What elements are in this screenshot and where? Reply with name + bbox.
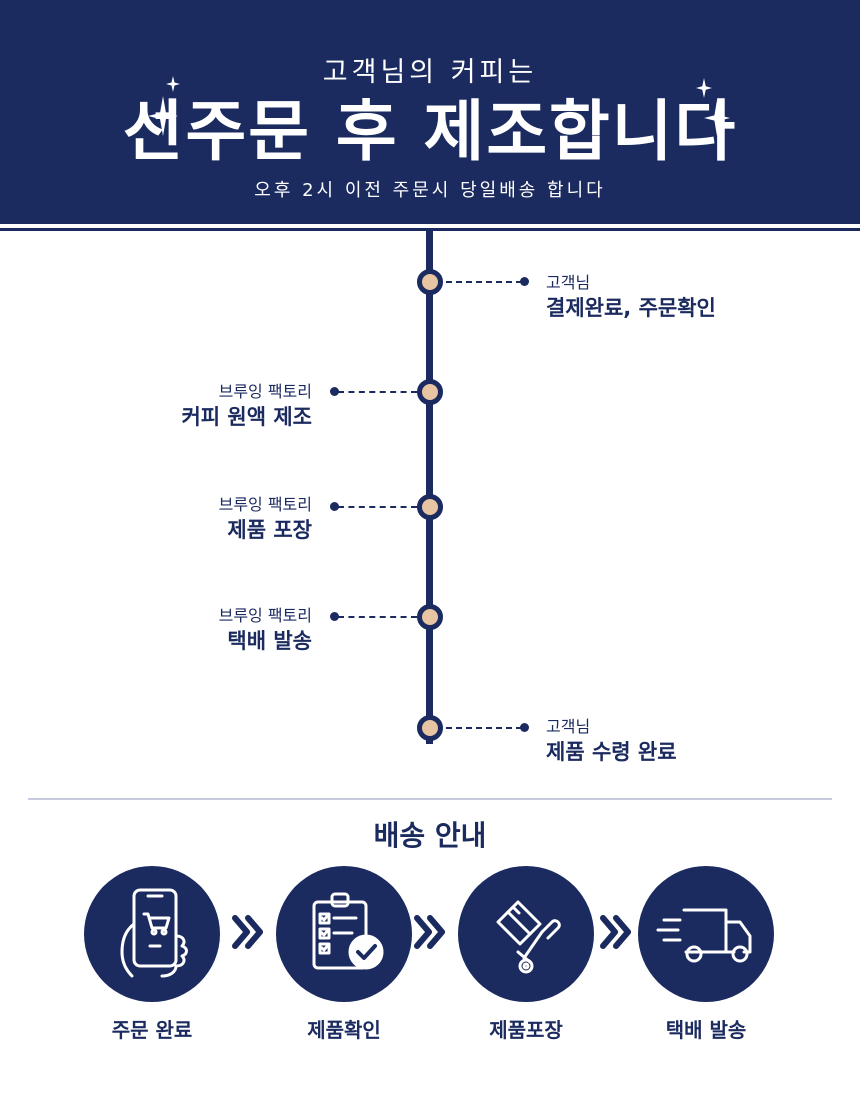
delivery-truck-icon xyxy=(656,908,752,963)
hand-truck-box-icon xyxy=(496,900,561,974)
timeline-step: 제품 포장 xyxy=(227,518,312,542)
timeline-dot xyxy=(520,277,529,286)
clipboard-check-icon xyxy=(312,892,384,970)
section-divider xyxy=(28,798,832,800)
guide-title: 배송 안내 xyxy=(373,819,487,852)
timeline-item: 고객님 결제완료, 주문확인 xyxy=(546,272,716,322)
chevron-double-right-icon xyxy=(414,915,445,949)
timeline-node xyxy=(417,715,443,741)
timeline-node xyxy=(417,269,443,295)
timeline-item: 고객님 제품 수령 완료 xyxy=(546,716,677,766)
sparkle-icon xyxy=(166,76,180,92)
timeline-dot xyxy=(330,502,339,511)
step-circle xyxy=(638,866,774,1002)
sparkle-icon xyxy=(704,100,730,136)
timeline-step: 제품 수령 완료 xyxy=(546,740,677,764)
timeline-step: 택배 발송 xyxy=(227,629,312,653)
timeline-actor: 고객님 xyxy=(546,717,591,736)
timeline-node xyxy=(417,604,443,630)
step-label: 주문 완료 xyxy=(111,1018,193,1042)
chevron-double-right-icon xyxy=(232,915,263,949)
timeline-node xyxy=(417,494,443,520)
header-rule xyxy=(0,228,860,231)
step-label: 택배 발송 xyxy=(665,1018,747,1042)
timeline-dot xyxy=(330,387,339,396)
step-circle xyxy=(458,866,594,1002)
timeline-dot xyxy=(520,723,529,732)
header-note: 오후 2시 이전 주문시 당일배송 합니다 xyxy=(254,180,606,201)
header-title: 선주문 후 제조합니다 xyxy=(122,93,738,170)
timeline-actor: 고객님 xyxy=(546,273,591,292)
timeline-connector xyxy=(338,391,417,393)
timeline-connector xyxy=(446,281,522,283)
timeline-item: 브루잉 팩토리 커피 원액 제조 xyxy=(181,381,312,431)
header-subtitle: 고객님의 커피는 xyxy=(322,57,538,88)
sparkle-icon xyxy=(696,78,712,98)
step-circle xyxy=(84,866,220,1002)
timeline-connector xyxy=(338,506,417,508)
timeline-item: 브루잉 팩토리 제품 포장 xyxy=(219,494,312,544)
smartphone-cart-icon xyxy=(120,888,188,978)
timeline-item: 브루잉 팩토리 택배 발송 xyxy=(219,605,312,655)
timeline-actor: 브루잉 팩토리 xyxy=(218,495,312,514)
timeline-connector xyxy=(338,616,417,618)
timeline-node xyxy=(417,379,443,405)
step-circle xyxy=(276,866,412,1002)
timeline-line xyxy=(426,231,433,744)
timeline-step: 커피 원액 제조 xyxy=(181,405,312,429)
step-label: 제품확인 xyxy=(307,1018,381,1042)
timeline-connector xyxy=(446,727,522,729)
timeline-actor: 브루잉 팩토리 xyxy=(218,606,312,625)
sparkle-icon xyxy=(148,96,178,136)
step-label: 제품포장 xyxy=(489,1018,563,1042)
timeline-dot xyxy=(330,612,339,621)
timeline-step: 결제완료, 주문확인 xyxy=(546,296,716,320)
timeline-actor: 브루잉 팩토리 xyxy=(218,382,312,401)
header-banner: 고객님의 커피는 선주문 후 제조합니다 오후 2시 이전 주문시 당일배송 합… xyxy=(0,0,860,224)
chevron-double-right-icon xyxy=(600,915,631,949)
